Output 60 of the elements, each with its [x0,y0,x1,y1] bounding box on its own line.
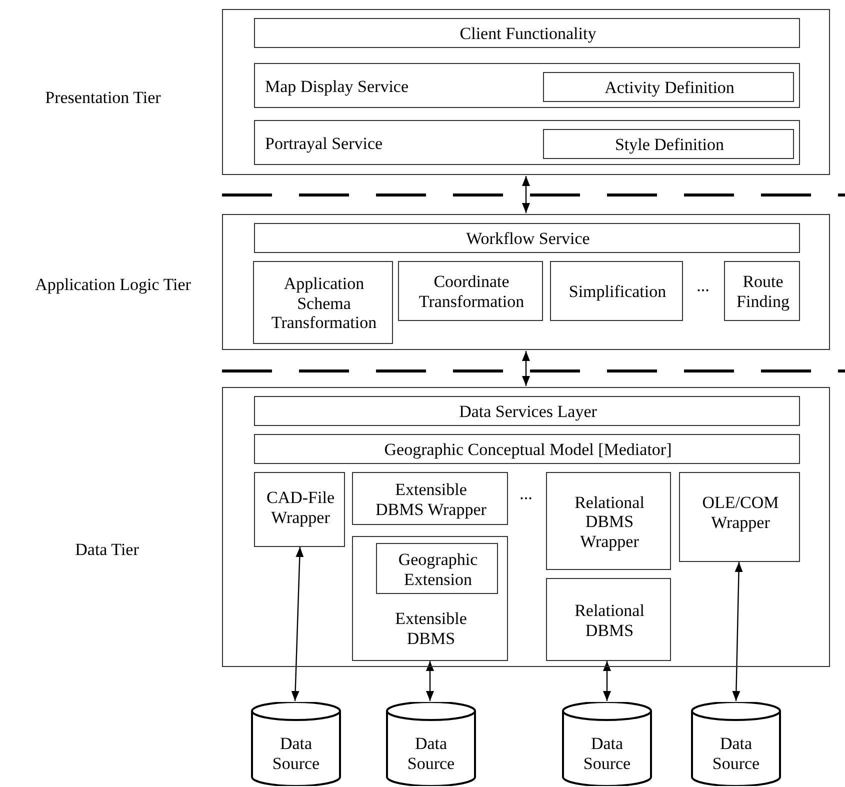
component-box [352,536,508,661]
node-label: Geographic Conceptual Model [Mediator] [384,440,672,460]
component-box [352,472,508,525]
database-cylinder [386,702,476,786]
component-box [398,261,543,321]
node-label: Activity Definition [604,78,734,98]
component-box [546,578,671,661]
tier-panel [222,387,830,667]
tier-label: Presentation Tier [45,88,161,108]
double-arrow [291,546,304,702]
node-label: CAD-File Wrapper [266,488,336,528]
double-arrow [603,661,611,701]
node-label: Relational DBMS Wrapper [574,492,646,552]
double-arrow [732,562,743,702]
node-label: Route Finding [736,272,790,312]
node-label: Map Display Service [265,76,409,96]
tier-panel [222,214,830,350]
database-cylinder [691,702,781,786]
tier-label: Application Logic Tier [35,275,191,295]
double-arrow [426,661,434,701]
component-box [679,472,800,562]
node-label: Style Definition [614,135,724,155]
node-label: OLE/COM Wrapper [701,493,780,533]
component-box [254,472,345,547]
database-cylinder [562,702,652,786]
node-label: Data Source [271,734,321,774]
node-label: Client Functionality [460,24,596,44]
component-box [254,18,800,48]
database-cylinder [251,702,341,786]
node-label: Data Source [582,734,632,774]
node-label: Coordinate Transformation [418,272,526,312]
node-label: Portrayal Service [265,134,383,154]
component-box [543,129,794,159]
component-box [724,261,800,321]
node-label: Data Source [406,734,456,774]
ellipsis-text: ... [696,276,710,296]
node-label: Extensible DBMS [394,609,468,649]
node-label: Application Schema Transformation [270,274,378,333]
component-box [253,261,393,344]
component-box [254,223,800,253]
ellipsis-text: ... [520,484,532,504]
node-label: Extensible DBMS Wrapper [374,480,488,520]
component-box [550,261,683,321]
component-box [254,63,800,108]
double-arrow [522,351,530,386]
tier-label: Data Tier [75,540,139,560]
node-label: Geographic Extension [397,550,479,590]
node-label: Data Source [711,734,761,774]
component-box [376,543,498,594]
component-box [254,396,800,426]
node-label: Simplification [568,282,666,302]
component-box [254,120,800,165]
node-label: Data Services Layer [459,402,597,422]
node-label: Workflow Service [466,229,590,249]
double-arrow [522,176,530,213]
tier-panel [222,9,830,175]
node-label: Relational DBMS [574,600,646,640]
component-box [546,472,671,570]
component-box [543,72,794,102]
component-box [254,434,800,464]
